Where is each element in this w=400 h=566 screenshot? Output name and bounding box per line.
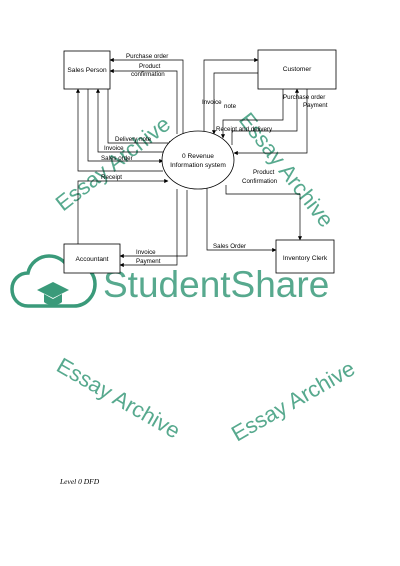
flow-label-purchase-order-right: Purchase order <box>283 94 325 101</box>
flow-label-sales-order: Sales order <box>101 155 133 162</box>
flow-label-purchase-order: Purchase order <box>126 53 168 60</box>
diagram-caption: Level 0 DFD <box>60 477 100 486</box>
flow-label-note: note <box>224 103 237 110</box>
entity-label: Accountant <box>76 256 109 263</box>
entity-box <box>275 239 335 274</box>
flow-label-invoice: Invoice <box>104 145 124 152</box>
entity-inventory-clerk: Inventory Clerk <box>275 239 335 274</box>
entity-accountant: Accountant <box>63 243 121 274</box>
flow-label-payment-bottom: Payment <box>136 258 161 265</box>
entity-box <box>257 49 337 90</box>
entity-sales-person: Sales Person <box>63 50 111 90</box>
process-ellipse <box>161 130 235 190</box>
flow-label-confirmation: confirmation <box>131 71 165 78</box>
process-label-line2: Information system <box>170 162 226 169</box>
process-label-line1: 0 Revenue <box>182 153 214 160</box>
studentshare-logo-icon <box>10 254 97 308</box>
flow-label-receipt-and-delivery: Receipt and delivery <box>216 126 273 133</box>
flow-label-sales-order-bottom: Sales Order <box>213 243 246 250</box>
process-revenue-system: 0 Revenue Information system <box>161 130 235 190</box>
entity-label: Sales Person <box>67 67 107 74</box>
watermark-text-top-left: Essay Archive <box>51 111 175 216</box>
entity-label: Inventory Clerk <box>283 255 328 262</box>
flow-label-confirmation-right: Confirmation <box>242 178 278 185</box>
flow-label-invoice-right: Invoice <box>202 99 222 106</box>
entity-label: Customer <box>283 66 312 73</box>
flow-label-invoice-bottom: Invoice <box>136 249 156 256</box>
flow-label-delivery-note: Delivery note <box>115 136 152 143</box>
flow-label-receipt: Receipt <box>101 174 122 181</box>
entity-box <box>63 243 121 274</box>
watermark-text-bottom-right: Essay Archive <box>227 356 359 447</box>
flow-label-product-right: Product <box>253 169 275 176</box>
flow-label-product: Product <box>139 63 161 70</box>
watermark-text-bottom-left: Essay Archive <box>53 353 185 444</box>
entity-box <box>63 50 111 90</box>
data-flows <box>75 57 308 268</box>
entity-customer: Customer <box>257 49 337 90</box>
flow-labels: Purchase order Product confirmation Deli… <box>101 53 328 265</box>
flow-label-payment-right: Payment <box>303 102 328 109</box>
